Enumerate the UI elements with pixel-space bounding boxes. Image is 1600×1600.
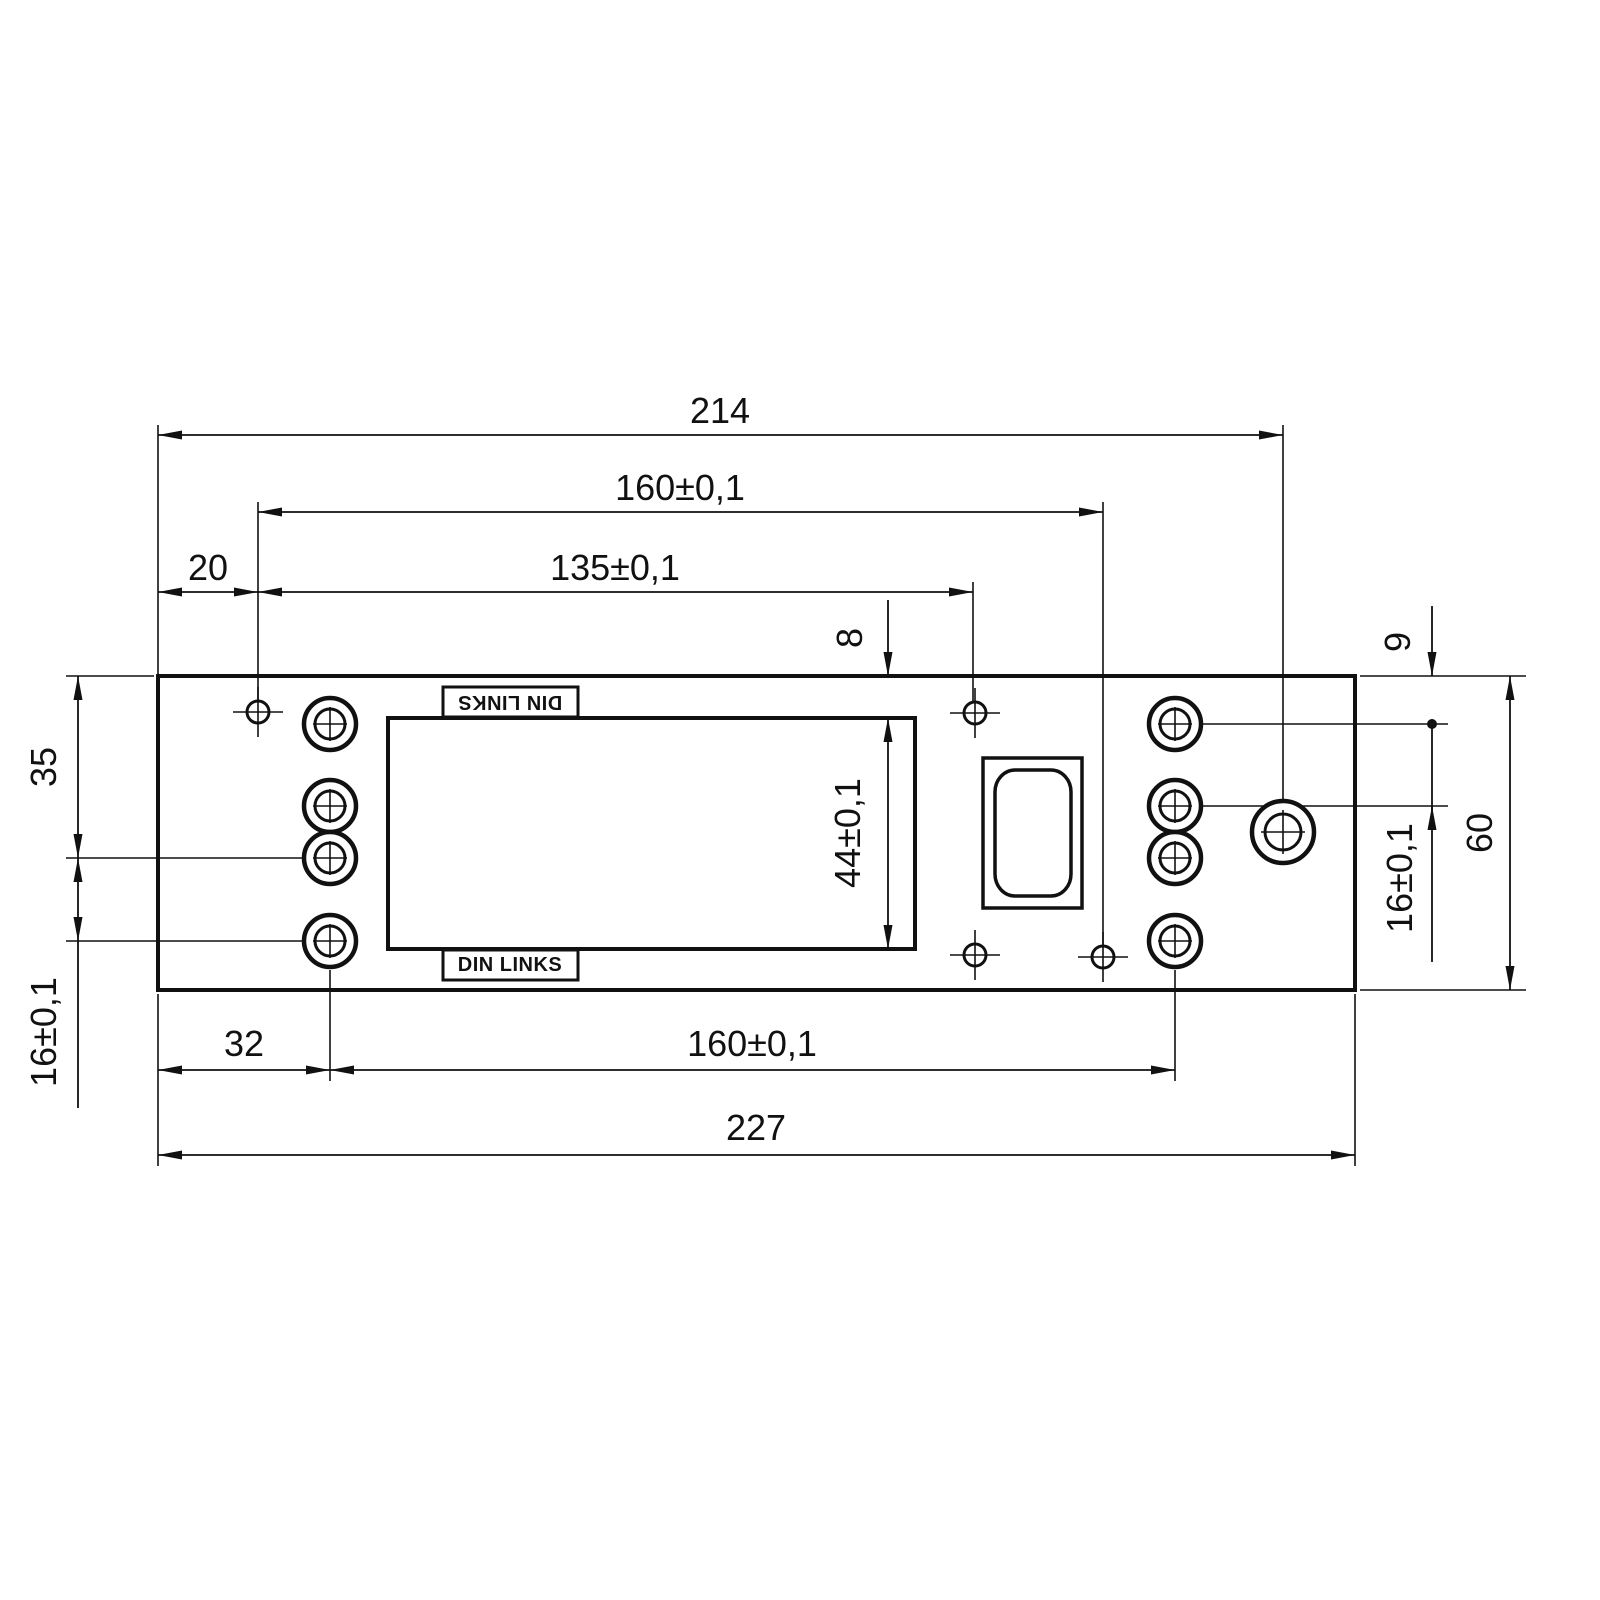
dim-label-160-bottom: 160±0,1: [687, 1023, 817, 1064]
din-links-label-top: DIN LINKS: [458, 691, 563, 713]
pilot-hole: [1078, 932, 1128, 982]
dim-label-135: 135±0,1: [550, 547, 680, 588]
connector-cutout: [981, 756, 1084, 910]
mounting-hole: [1146, 829, 1204, 887]
din-links-box-bottom: DIN LINKS: [441, 948, 580, 982]
dim-label-160-top: 160±0,1: [615, 467, 745, 508]
dimension-lines: [73, 430, 1515, 1160]
dim-label-20: 20: [188, 547, 228, 588]
connector-cutout-inner: [993, 768, 1073, 898]
mounting-hole: [1146, 777, 1204, 835]
mounting-hole: [301, 912, 359, 970]
dimension-labels: 214 160±0,1 20 135±0,1 8 9 35 16±0,1 44±…: [23, 390, 1500, 1148]
din-links-frame-bottom: [441, 948, 580, 982]
rectangular-cutout: [386, 716, 917, 951]
dim-label-227: 227: [726, 1107, 786, 1148]
dim-label-214: 214: [690, 390, 750, 431]
dim-label-16-right: 16±0,1: [1379, 823, 1420, 933]
pilot-hole: [950, 688, 1000, 738]
mounting-hole: [301, 695, 359, 753]
mounting-hole: [301, 829, 359, 887]
pilot-hole: [950, 930, 1000, 980]
mounting-holes-left: [301, 695, 359, 970]
dim-label-9: 9: [1377, 632, 1418, 652]
din-links-label-bottom: DIN LINKS: [458, 954, 563, 976]
pilot-hole: [233, 687, 283, 737]
big-mounting-hole: [1249, 798, 1317, 866]
dim-label-35: 35: [23, 747, 64, 787]
dim-label-44: 44±0,1: [827, 778, 868, 888]
din-links-box-top: DIN LINKS: [441, 685, 580, 719]
mounting-hole: [1146, 695, 1204, 753]
extension-lines: [66, 425, 1526, 1166]
pilot-holes: [233, 687, 1128, 982]
dim-origin-dot: [1427, 719, 1437, 729]
din-links-frame-top: [441, 685, 580, 719]
dim-label-8: 8: [829, 628, 870, 648]
mounting-hole: [301, 777, 359, 835]
dim-label-16-left: 16±0,1: [23, 977, 64, 1087]
dim-label-60: 60: [1459, 813, 1500, 853]
mounting-hole: [1146, 912, 1204, 970]
dim-label-32: 32: [224, 1023, 264, 1064]
mounting-holes-right: [1146, 695, 1204, 970]
